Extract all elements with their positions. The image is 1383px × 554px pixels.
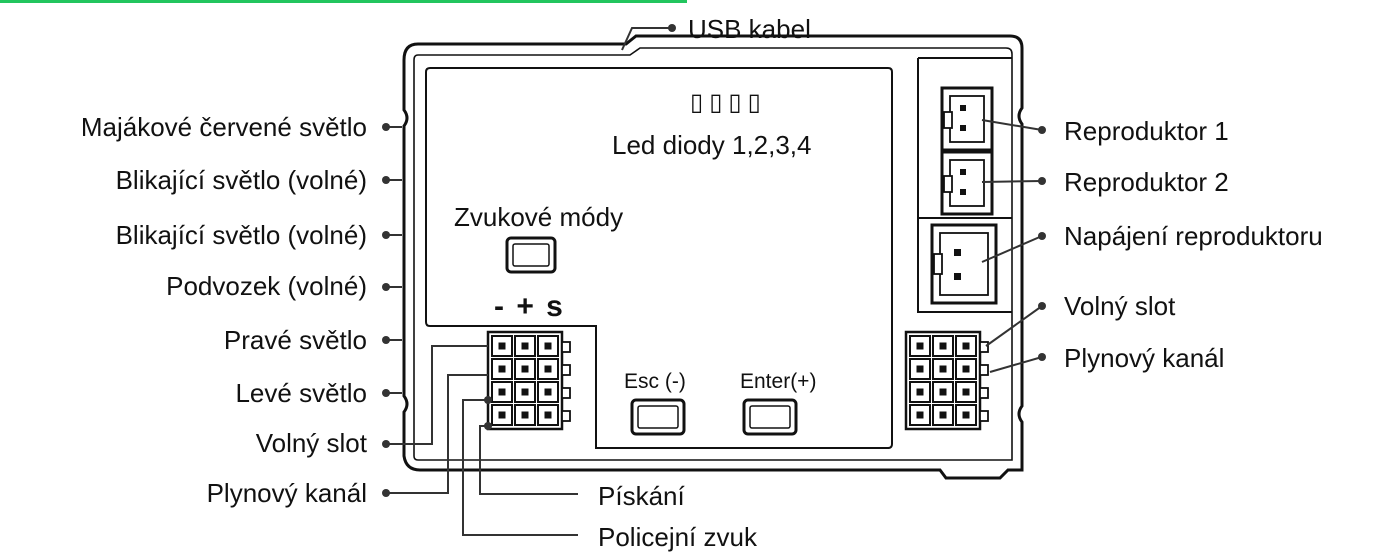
sound-modes-label: Zvukové módy bbox=[454, 202, 624, 232]
label-whistle: Pískání bbox=[598, 481, 685, 511]
label-speaker-power: Napájení reproduktoru bbox=[1064, 221, 1323, 251]
leader-speaker-2-dot bbox=[1038, 177, 1046, 185]
pin bbox=[939, 365, 947, 373]
leader-whistle-dot bbox=[484, 422, 492, 430]
leader-speaker-power bbox=[981, 235, 1043, 263]
pin-tab bbox=[561, 410, 571, 422]
leader-throttle-right bbox=[989, 356, 1043, 373]
pin bbox=[521, 342, 529, 350]
enter-label: Enter(+) bbox=[740, 370, 817, 393]
board-outline-inner bbox=[413, 47, 1013, 461]
right-compartment bbox=[917, 57, 1012, 313]
pin bbox=[498, 388, 506, 396]
board-outline bbox=[402, 34, 1024, 480]
pin bbox=[521, 388, 529, 396]
accent-line bbox=[0, 0, 687, 3]
pin-tab bbox=[561, 341, 571, 353]
leader-free-slot-left bbox=[386, 345, 488, 445]
pin bbox=[498, 365, 506, 373]
esc-button-inner bbox=[637, 405, 679, 429]
pin bbox=[962, 411, 970, 419]
esc-button[interactable] bbox=[630, 398, 686, 436]
leader-speaker-2 bbox=[981, 180, 1043, 183]
pin bbox=[521, 365, 529, 373]
leader-throttle-left-dot bbox=[382, 489, 390, 497]
label-flashing-light-2: Blikající světlo (volné) bbox=[115, 220, 367, 250]
leader-speaker-power-dot bbox=[1038, 232, 1046, 240]
leader-police-sound bbox=[462, 399, 578, 536]
label-free-slot-left: Volný slot bbox=[255, 428, 367, 458]
pin-tab bbox=[561, 387, 571, 399]
inner-panel bbox=[425, 67, 893, 449]
leader-lines bbox=[382, 24, 1046, 536]
pin-header-frame bbox=[486, 330, 564, 431]
pin bbox=[498, 342, 506, 350]
pin-tab bbox=[561, 364, 571, 376]
pin bbox=[962, 388, 970, 396]
pin-tab bbox=[979, 387, 989, 399]
pin-tab bbox=[979, 341, 989, 353]
pin bbox=[521, 411, 529, 419]
label-chassis: Podvozek (volné) bbox=[166, 271, 367, 301]
label-free-slot-right: Volný slot bbox=[1064, 291, 1176, 321]
pin-header-frame bbox=[904, 330, 982, 431]
pin bbox=[916, 365, 924, 373]
enter-button[interactable] bbox=[742, 398, 798, 436]
leader-usb-cable bbox=[621, 27, 672, 51]
label-speaker-2: Reproduktor 2 bbox=[1064, 167, 1229, 197]
leader-left-1-dot bbox=[382, 176, 390, 184]
pin-polarity-label: - + s bbox=[494, 290, 565, 323]
label-throttle-channel-right: Plynový kanál bbox=[1064, 343, 1225, 373]
pin bbox=[916, 411, 924, 419]
leader-speaker-1 bbox=[981, 119, 1043, 131]
leader-left-5-dot bbox=[382, 389, 390, 397]
leader-left-0-dot bbox=[382, 123, 390, 131]
pin bbox=[916, 342, 924, 350]
pin bbox=[498, 411, 506, 419]
label-police-sound: Policejní zvuk bbox=[598, 522, 757, 552]
label-usb-cable: USB kabel bbox=[688, 14, 811, 44]
pin bbox=[962, 365, 970, 373]
esc-label: Esc (-) bbox=[624, 370, 686, 393]
led-indicators: ▯▯▯▯ bbox=[690, 88, 767, 116]
leader-left-2-dot bbox=[382, 231, 390, 239]
sound-modes-button[interactable] bbox=[505, 236, 557, 274]
pin bbox=[916, 388, 924, 396]
pin bbox=[939, 411, 947, 419]
pin-tab bbox=[979, 364, 989, 376]
leader-speaker-1-dot bbox=[1038, 126, 1046, 134]
pin bbox=[544, 411, 552, 419]
leader-left-3-dot bbox=[382, 283, 390, 291]
label-left-light: Levé světlo bbox=[235, 378, 367, 408]
leader-left-4-dot bbox=[382, 336, 390, 344]
pin bbox=[544, 388, 552, 396]
leader-throttle-left bbox=[386, 374, 488, 494]
label-speaker-1: Reproduktor 1 bbox=[1064, 116, 1229, 146]
pin bbox=[544, 365, 552, 373]
leader-free-slot-right-dot bbox=[1038, 302, 1046, 310]
leader-free-slot-right bbox=[985, 305, 1043, 347]
leds-label: Led diody 1,2,3,4 bbox=[612, 130, 812, 160]
sound-modes-button-inner bbox=[512, 243, 550, 267]
enter-button-inner bbox=[749, 405, 791, 429]
pin bbox=[962, 342, 970, 350]
speaker-connector-1 bbox=[940, 86, 994, 152]
pin-tab bbox=[979, 410, 989, 422]
leader-free-slot-left-dot bbox=[382, 440, 390, 448]
pin bbox=[939, 388, 947, 396]
label-right-light: Pravé světlo bbox=[223, 325, 367, 355]
leader-police-sound-dot bbox=[484, 396, 492, 404]
pin-header-right bbox=[904, 330, 989, 431]
label-flashing-light-1: Blikající světlo (volné) bbox=[115, 165, 367, 195]
label-throttle-channel-left: Plynový kanál bbox=[206, 478, 367, 508]
leader-throttle-right-dot bbox=[1038, 353, 1046, 361]
speaker-connector-2 bbox=[940, 150, 994, 216]
pin-header-left bbox=[486, 330, 571, 431]
pin bbox=[939, 342, 947, 350]
speaker-power-connector bbox=[930, 223, 998, 305]
pin bbox=[544, 342, 552, 350]
leader-usb-cable-dot bbox=[668, 24, 676, 32]
label-beacon-red-light: Majákové červené světlo bbox=[80, 112, 367, 142]
